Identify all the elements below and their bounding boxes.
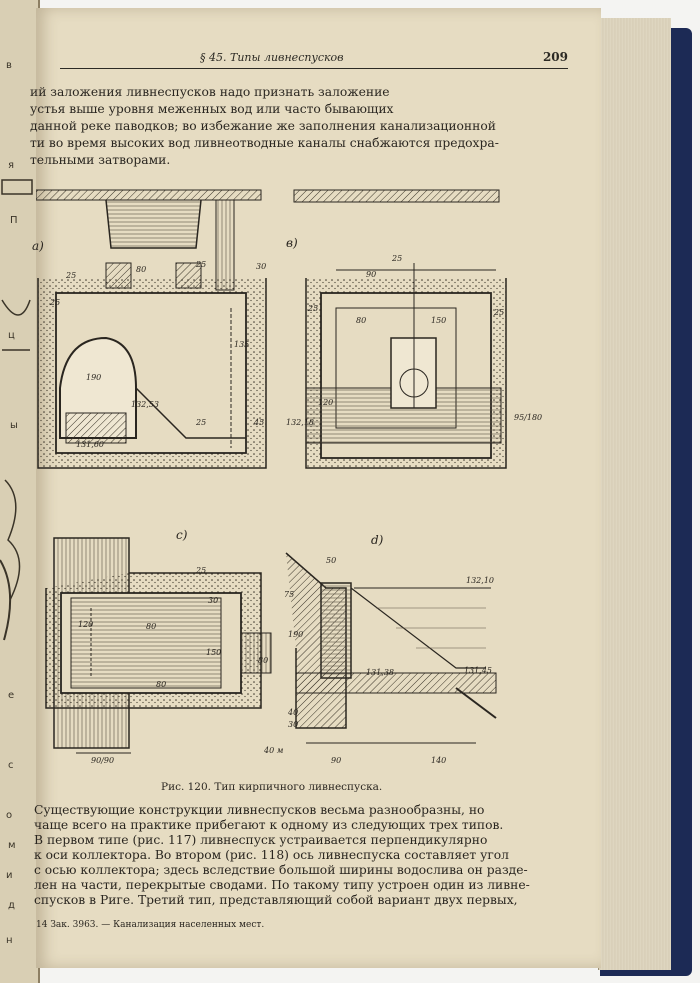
prev-page-fragment: н bbox=[6, 935, 13, 946]
text-line: Существующие конструкции ливнеспусков ве… bbox=[34, 803, 485, 817]
dim-label: 30 bbox=[256, 262, 267, 271]
page-footer: 14 Зак. 3963. — Канализация населенных м… bbox=[36, 920, 265, 930]
dim-label: 90 bbox=[366, 270, 377, 279]
prev-page-fragment: ц bbox=[8, 330, 15, 341]
dim-label: 150 bbox=[206, 648, 222, 657]
previous-page-edge: в я П ц ы е с о м и д н bbox=[0, 0, 40, 983]
dim-label: 25 bbox=[66, 271, 77, 280]
prev-page-fragment: д bbox=[8, 900, 15, 911]
dim-label: 25 bbox=[392, 254, 403, 263]
dim-label: 190 bbox=[288, 630, 304, 639]
dim-label: 80 bbox=[258, 656, 269, 665]
prev-page-fragment: о bbox=[6, 810, 13, 821]
dim-label: 95/180 bbox=[514, 413, 543, 422]
page-number: 209 bbox=[542, 50, 568, 64]
dim-label: 30 bbox=[208, 596, 219, 605]
figure-caption: Рис. 120. Тип кирпичного ливнеспуска. bbox=[161, 781, 383, 793]
dim-label: 25 bbox=[308, 304, 319, 313]
panel-label-c: c) bbox=[176, 528, 188, 542]
panel-d-drawing bbox=[285, 552, 497, 744]
dim-label: 132,18 bbox=[286, 418, 314, 427]
text-line: данной реке паводков; во избежание же за… bbox=[30, 119, 496, 133]
text-line: ий заложения ливнеспусков надо признать … bbox=[30, 85, 390, 99]
dim-label: 25 bbox=[196, 260, 207, 269]
dim-label: 25 bbox=[196, 566, 207, 575]
dim-label: 80 bbox=[146, 622, 157, 631]
dim-label: 80 bbox=[156, 680, 167, 689]
book-page: § 45. Типы ливнеспусков 209 ий заложения… bbox=[30, 8, 601, 968]
prev-page-drawing bbox=[0, 179, 33, 641]
text-line: тельными затворами. bbox=[30, 153, 171, 167]
panel-a-drawing bbox=[36, 189, 267, 469]
text-line: В первом типе (рис. 117) ливнеспуск устр… bbox=[34, 833, 488, 847]
prev-page-fragment: е bbox=[8, 690, 15, 701]
dim-label: 45 bbox=[254, 418, 265, 427]
panel-label-d: d) bbox=[371, 533, 384, 547]
section-title: § 45. Типы ливнеспусков bbox=[200, 51, 344, 64]
dim-label: 25 bbox=[196, 418, 207, 427]
dim-label: 131,45 bbox=[464, 666, 492, 675]
dim-label: 131,60 bbox=[76, 440, 104, 449]
page-edges bbox=[598, 18, 671, 970]
dim-label: 80 bbox=[356, 316, 367, 325]
text-line: с осью коллектора; здесь вследствие боль… bbox=[34, 863, 528, 877]
dim-label: 25 bbox=[494, 308, 505, 317]
panel-c-drawing bbox=[45, 537, 272, 754]
prev-page-fragment: в bbox=[6, 60, 12, 71]
engineering-figure bbox=[36, 189, 507, 754]
dim-label: 120 bbox=[78, 620, 94, 629]
dim-label: 80 bbox=[136, 265, 147, 274]
panel-b-drawing bbox=[293, 189, 507, 469]
dim-label: 190 bbox=[86, 373, 102, 382]
prev-page-fragment: и bbox=[6, 870, 13, 881]
dim-label: 132,10 bbox=[466, 576, 494, 585]
top-paragraph: ий заложения ливнеспусков надо признать … bbox=[30, 84, 540, 169]
text-line: ти во время высоких вод ливнеотводные ка… bbox=[30, 136, 499, 150]
bottom-paragraph: Существующие конструкции ливнеспусков ве… bbox=[34, 803, 544, 908]
panel-label-a: a) bbox=[32, 239, 44, 253]
text-line: чаще всего на практике прибегают к одном… bbox=[34, 818, 504, 832]
dim-label: 30 bbox=[288, 720, 299, 729]
dim-label: 40 м bbox=[264, 746, 284, 755]
dim-label: 150 bbox=[431, 316, 447, 325]
text-line: лен на части, перекрытые сводами. По так… bbox=[34, 878, 530, 892]
dim-label: 50 bbox=[326, 556, 337, 565]
dim-label: 120 bbox=[318, 398, 334, 407]
dim-label: 25 bbox=[50, 298, 61, 307]
dim-label: 90/90 bbox=[91, 756, 115, 765]
text-line: спусков в Риге. Третий тип, представляющ… bbox=[34, 893, 518, 907]
running-header: § 45. Типы ливнеспусков 209 bbox=[60, 50, 568, 69]
prev-page-fragment: П bbox=[10, 215, 18, 226]
prev-page-fragment: я bbox=[8, 160, 15, 171]
text-line: устья выше уровня меженных вод или часто… bbox=[30, 102, 394, 116]
dim-label: 75 bbox=[284, 590, 295, 599]
prev-page-fragment: с bbox=[8, 760, 14, 771]
dim-label: 40 bbox=[288, 708, 299, 717]
dim-label: 135 bbox=[234, 340, 250, 349]
panel-label-b: в) bbox=[286, 236, 298, 250]
prev-page-fragment: м bbox=[8, 840, 16, 851]
dim-label: 90 bbox=[331, 756, 342, 765]
dim-label: 140 bbox=[431, 756, 447, 765]
text-line: к оси коллектора. Во втором (рис. 118) о… bbox=[34, 848, 509, 862]
dim-label: 131,38 bbox=[366, 668, 394, 677]
prev-page-fragment: ы bbox=[10, 420, 18, 431]
dim-label: 132,53 bbox=[131, 400, 159, 409]
